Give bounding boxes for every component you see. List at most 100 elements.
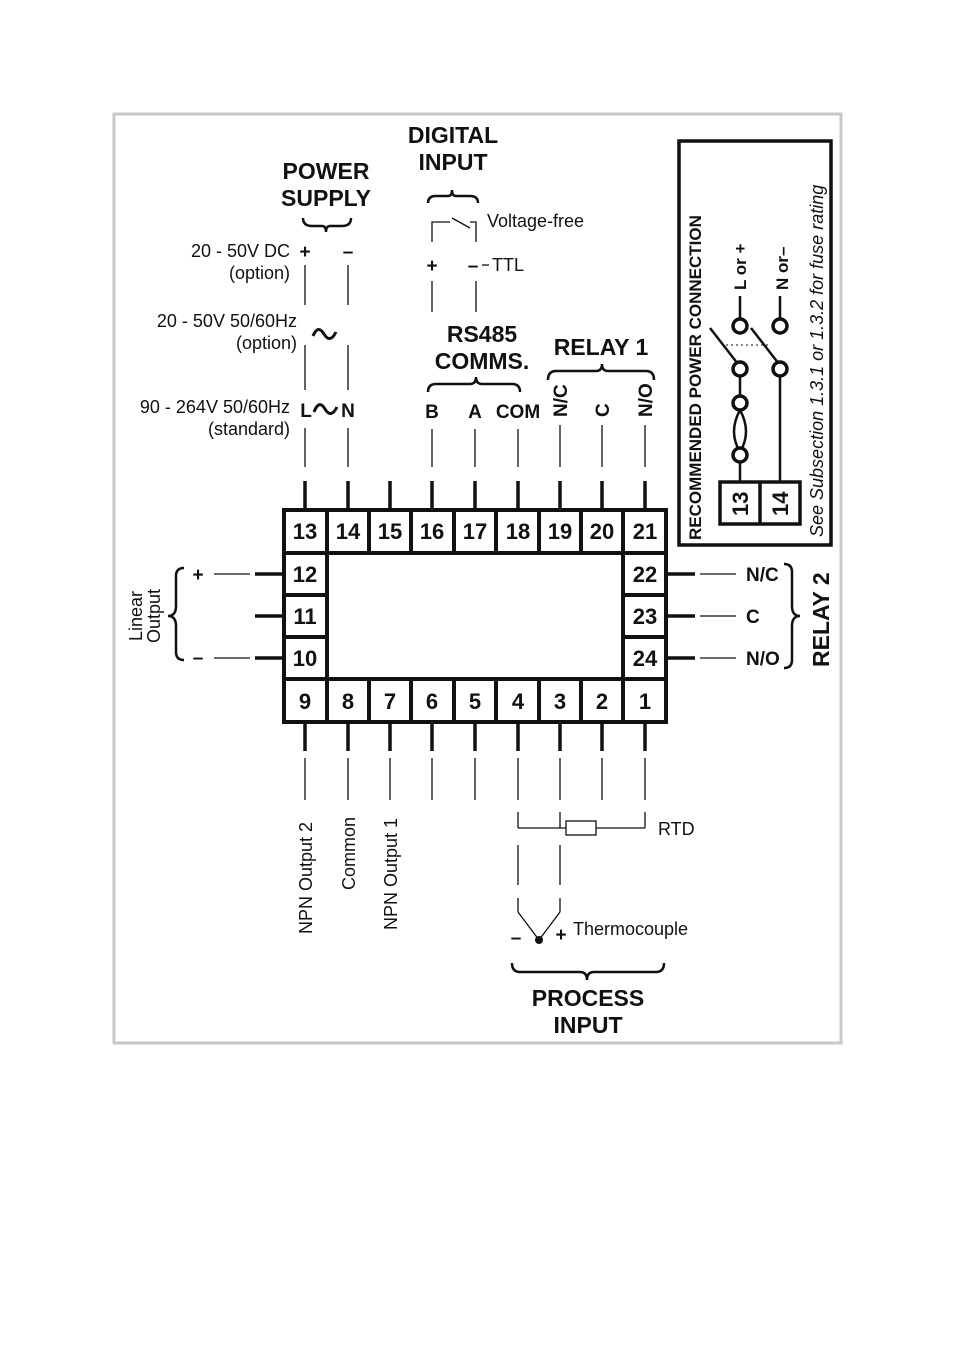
- terminal-21: 21: [633, 519, 657, 544]
- ac-sine-icon: [311, 328, 338, 340]
- npn-output-2-label: NPN Output 2: [296, 822, 316, 934]
- dc-plus-sign: +: [299, 242, 310, 263]
- linear-output-section: Linear Output + –: [126, 565, 250, 669]
- npn-output-1-label: NPN Output 1: [381, 818, 401, 930]
- dc-minus-sign: –: [343, 242, 354, 263]
- bottom-wiring: NPN Output 2 Common NPN Output 1 RTD – +…: [296, 758, 695, 1038]
- relay1-wires: [559, 425, 646, 467]
- power-supply-title-1: POWER: [283, 158, 370, 184]
- terminal-17: 17: [463, 519, 487, 544]
- recommended-l-label: L or +: [731, 243, 750, 290]
- ttl-label: TTL: [492, 255, 524, 275]
- relay1-pin-c: C: [593, 403, 614, 417]
- terminal-11: 11: [293, 604, 316, 629]
- terminal-5: 5: [469, 689, 481, 714]
- relay1-brace: [546, 363, 656, 381]
- relay2-pin-no: N/O: [746, 649, 780, 670]
- thermocouple-minus: –: [511, 928, 522, 949]
- relay2-title: RELAY 2: [808, 572, 834, 667]
- fuse-rating-note: See Subsection 1.3.1 or 1.3.2 for fuse r…: [807, 185, 827, 537]
- bottom-terminal-legs: [303, 722, 647, 751]
- digital-input-wires: [431, 281, 477, 312]
- rs485-brace: [426, 376, 522, 393]
- terminal-block-window: [325, 551, 625, 681]
- terminal-7: 7: [384, 689, 396, 714]
- side-terminal-legs: [255, 572, 695, 660]
- power-supply-wires: [304, 265, 349, 467]
- relay1-title: RELAY 1: [554, 334, 649, 360]
- ac-std-voltage-label: 90 - 264V 50/60Hz: [140, 397, 290, 417]
- digital-minus-sign: –: [468, 256, 479, 277]
- digital-input-title-1: DIGITAL: [408, 122, 498, 148]
- terminal-1: 1: [639, 689, 651, 714]
- digital-input-brace: [426, 189, 480, 204]
- terminal-12: 12: [293, 562, 317, 587]
- terminal-14: 14: [336, 519, 361, 544]
- linear-output-brace: [167, 566, 185, 662]
- ac-low-option-label: (option): [236, 333, 297, 353]
- terminal-24: 24: [633, 646, 658, 671]
- thermocouple-label: Thermocouple: [573, 919, 688, 939]
- process-input-brace: [510, 962, 666, 981]
- dc-option-label: (option): [229, 263, 290, 283]
- terminal-6: 6: [426, 689, 438, 714]
- thermocouple-connection: [517, 845, 561, 941]
- terminal-19: 19: [548, 519, 572, 544]
- ac-sine-icon-std: [312, 403, 339, 415]
- terminal-9: 9: [299, 689, 311, 714]
- rtd-connection: [517, 812, 646, 836]
- voltage-free-switch-icon: [431, 217, 477, 242]
- thermocouple-junction-icon: [535, 936, 543, 944]
- power-supply-section: POWER SUPPLY 20 - 50V DC (option) + – 20…: [140, 158, 371, 467]
- terminal-23: 23: [633, 604, 657, 629]
- recommended-terminal-14: 14: [768, 491, 793, 516]
- linear-output-title-2: Output: [144, 589, 164, 643]
- thermocouple-plus: +: [555, 925, 566, 946]
- digital-plus-sign: +: [426, 256, 437, 277]
- recommended-box: [677, 139, 833, 547]
- recommended-title: RECOMMENDED POWER CONNECTION: [686, 215, 705, 540]
- recommended-n-label: N or–: [773, 247, 792, 290]
- relay2-pin-nc: N/C: [746, 565, 779, 586]
- terminal-4: 4: [512, 689, 525, 714]
- digital-input-title-2: INPUT: [419, 149, 488, 175]
- process-input-title-2: INPUT: [554, 1012, 623, 1038]
- digital-input-section: DIGITAL INPUT Voltage-free + – TTL: [408, 122, 584, 312]
- rs485-pin-b: B: [425, 402, 439, 423]
- power-supply-title-2: SUPPLY: [281, 185, 371, 211]
- dc-voltage-label: 20 - 50V DC: [191, 241, 290, 261]
- live-label: L: [300, 401, 312, 422]
- linear-output-minus: –: [193, 648, 204, 669]
- terminal-10: 10: [293, 646, 317, 671]
- power-supply-brace: [301, 217, 353, 233]
- process-input-title-1: PROCESS: [532, 985, 644, 1011]
- ac-low-voltage-label: 20 - 50V 50/60Hz: [157, 311, 297, 331]
- ac-std-option-label: (standard): [208, 419, 290, 439]
- terminal-22: 22: [633, 562, 657, 587]
- rs485-pin-com: COM: [496, 402, 540, 423]
- rs485-section: RS485 COMMS. B A COM: [425, 321, 540, 467]
- recommended-power-connection: RECOMMENDED POWER CONNECTION L or + N or…: [677, 139, 833, 547]
- terminal-8: 8: [342, 689, 354, 714]
- rs485-wires: [431, 429, 519, 467]
- terminal-3: 3: [554, 689, 566, 714]
- terminal-16: 16: [420, 519, 444, 544]
- rtd-label: RTD: [658, 819, 695, 839]
- relay2-pin-c: C: [746, 607, 760, 628]
- relay2-brace: [783, 562, 801, 670]
- relay1-section: RELAY 1 N/C C N/O: [546, 334, 657, 467]
- terminal-18: 18: [506, 519, 530, 544]
- relay2-section: N/C C N/O RELAY 2: [700, 562, 834, 670]
- recommended-terminal-13: 13: [728, 492, 753, 516]
- voltage-free-label: Voltage-free: [487, 211, 584, 231]
- rs485-pin-a: A: [468, 402, 482, 423]
- neutral-label: N: [341, 401, 355, 422]
- terminal-2: 2: [596, 689, 608, 714]
- terminal-15: 15: [378, 519, 402, 544]
- relay1-pin-nc: N/C: [551, 384, 572, 417]
- rs485-title-1: RS485: [447, 321, 518, 347]
- relay1-pin-no: N/O: [636, 383, 657, 417]
- terminal-13: 13: [293, 519, 317, 544]
- switch-contacts-icon: [731, 317, 789, 464]
